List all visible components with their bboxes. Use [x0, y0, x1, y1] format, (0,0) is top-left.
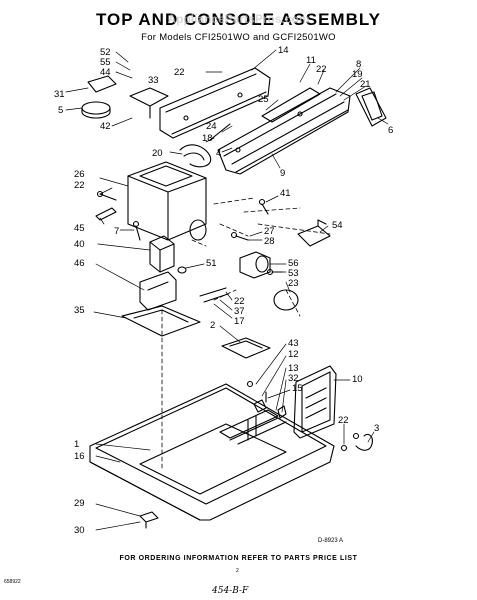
callout-44: 44: [100, 67, 111, 78]
callout-32: 32: [288, 373, 299, 384]
callout-7: 7: [114, 226, 119, 237]
console-rear-panel: [159, 67, 271, 139]
callout-46: 46: [74, 258, 85, 269]
callout-24: 24: [206, 121, 217, 132]
callout-numbers: 52 55 44 33 31 5 42 14 22 11 22 8 19 21 …: [54, 45, 393, 536]
callout-22-c: 22: [74, 180, 85, 191]
callout-8: 8: [356, 59, 361, 70]
callout-41: 41: [280, 188, 291, 199]
page-number: 2: [236, 568, 239, 574]
callout-37: 37: [234, 306, 245, 317]
callout-42: 42: [100, 121, 111, 132]
hinge: [297, 219, 331, 247]
callout-52: 52: [100, 47, 111, 58]
fasteners: [95, 190, 283, 276]
callout-5: 5: [58, 105, 63, 116]
console-bracket: [87, 75, 169, 119]
callout-22-d: 22: [234, 296, 245, 307]
callout-10: 10: [352, 374, 363, 385]
cam-bar: [199, 287, 229, 303]
access-door: [293, 365, 337, 439]
hold-down-clips: [246, 380, 287, 419]
callout-56: 56: [288, 258, 299, 269]
callout-25: 25: [258, 94, 269, 105]
grommet: [177, 266, 187, 274]
callout-13: 13: [288, 363, 299, 374]
callout-45: 45: [74, 223, 85, 234]
callout-53: 53: [288, 268, 299, 279]
callout-19: 19: [352, 69, 363, 80]
console-end-cap: [355, 87, 387, 127]
callout-21: 21: [360, 79, 371, 90]
door-switch: [149, 235, 175, 273]
handwritten-note: 454-B-F: [212, 586, 249, 596]
thermostat: [239, 251, 271, 279]
access-plate: [221, 337, 271, 359]
callout-15: 15: [292, 383, 303, 394]
callout-9: 9: [280, 168, 285, 179]
callout-29: 29: [74, 498, 85, 509]
callout-43: 43: [288, 338, 299, 349]
wire-hook: [340, 432, 373, 452]
callout-55: 55: [100, 57, 111, 68]
callout-51: 51: [206, 258, 217, 269]
drawing-number: D-8923 A: [318, 538, 344, 544]
switch-bracket: [139, 271, 177, 311]
baffle-plate: [121, 305, 201, 337]
callout-4: 4: [216, 148, 221, 159]
watermark-text: AppliancePartsPros.com: [167, 12, 310, 26]
callout-2: 2: [210, 320, 215, 331]
title-text: TOP AND CONSOLE ASSEMBLY: [95, 10, 382, 29]
callout-12: 12: [288, 349, 299, 360]
callout-35: 35: [74, 305, 85, 316]
callout-16: 16: [74, 451, 85, 462]
callout-14: 14: [278, 45, 289, 56]
callout-20: 20: [152, 148, 163, 159]
control-console: [217, 87, 351, 175]
callout-23: 23: [288, 278, 299, 289]
hinge-pin: [139, 511, 159, 529]
callout-leaders: [65, 49, 389, 531]
round-plug: [273, 289, 299, 311]
callout-54: 54: [332, 220, 343, 231]
assembly-leader-lines: [161, 197, 331, 471]
callout-28: 28: [264, 236, 275, 247]
catalog-code: 658922: [4, 579, 21, 585]
knob: [81, 101, 111, 119]
diagram-title: TOP AND CONSOLE ASSEMBLY: [0, 10, 477, 30]
callout-22-e: 22: [338, 415, 349, 426]
callout-1: 1: [74, 439, 79, 450]
ordering-note: FOR ORDERING INFORMATION REFER TO PARTS …: [119, 555, 358, 562]
model-subtitle: For Models CFI2501WO and GCFI2501WO: [141, 32, 336, 43]
callout-30: 30: [74, 525, 85, 536]
callout-26: 26: [74, 169, 85, 180]
callout-27: 27: [264, 226, 275, 237]
callout-22-a: 22: [174, 67, 185, 78]
callout-31: 31: [54, 89, 65, 100]
wire-harness: [179, 123, 231, 168]
callout-6: 6: [388, 125, 393, 136]
callout-22-b: 22: [316, 64, 327, 75]
callout-40: 40: [74, 239, 85, 250]
lint-duct-housing: [127, 161, 207, 241]
callout-3: 3: [374, 423, 379, 434]
top-cover: [89, 383, 335, 521]
callout-11: 11: [306, 55, 316, 66]
callout-33: 33: [148, 75, 159, 86]
callout-18: 18: [202, 133, 213, 144]
callout-17: 17: [234, 316, 245, 327]
